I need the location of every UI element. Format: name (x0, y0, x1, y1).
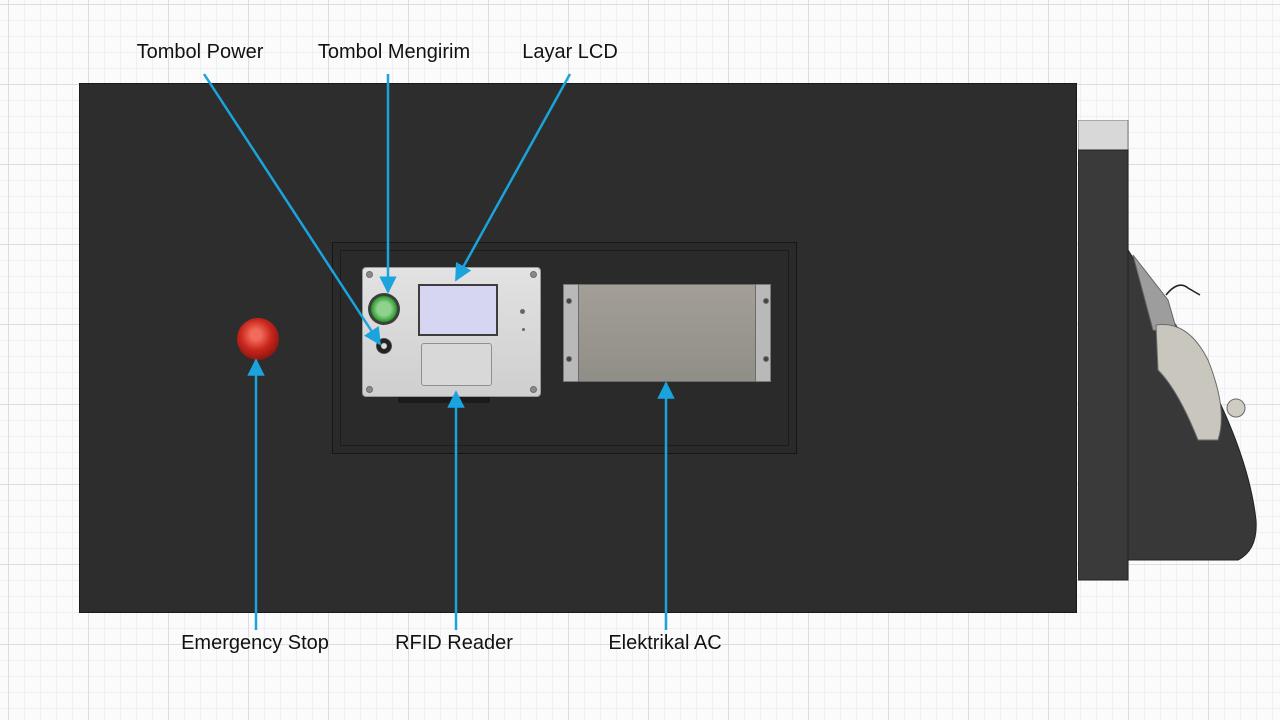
send-button[interactable] (368, 293, 400, 325)
leader-line-power-button (202, 73, 382, 346)
screw-icon (366, 271, 373, 278)
label-rfid-reader: RFID Reader (395, 632, 513, 654)
screw-icon (366, 386, 373, 393)
screw-icon (566, 356, 572, 362)
side-dispenser-housing (1078, 120, 1257, 581)
recessed-panel-inset (340, 250, 789, 446)
screw-icon (763, 298, 769, 304)
screw-icon (763, 356, 769, 362)
emergency-stop-button[interactable] (237, 318, 279, 360)
indicator-dot-icon (522, 328, 525, 331)
screw-icon (566, 298, 572, 304)
indicator-dot-icon (520, 309, 525, 314)
label-emergency-stop: Emergency Stop (181, 632, 329, 654)
screw-icon (530, 386, 537, 393)
label-lcd: Layar LCD (522, 41, 618, 63)
connector-strip (398, 397, 490, 403)
lcd-screen (418, 284, 498, 336)
label-electrical-ac: Elektrikal AC (608, 632, 722, 654)
rfid-reader-pad (421, 343, 492, 386)
label-power-button: Tombol Power (136, 41, 264, 63)
screw-icon (530, 271, 537, 278)
leader-line-lcd (454, 73, 572, 282)
label-send-button: Tombol Mengirim (317, 41, 471, 63)
